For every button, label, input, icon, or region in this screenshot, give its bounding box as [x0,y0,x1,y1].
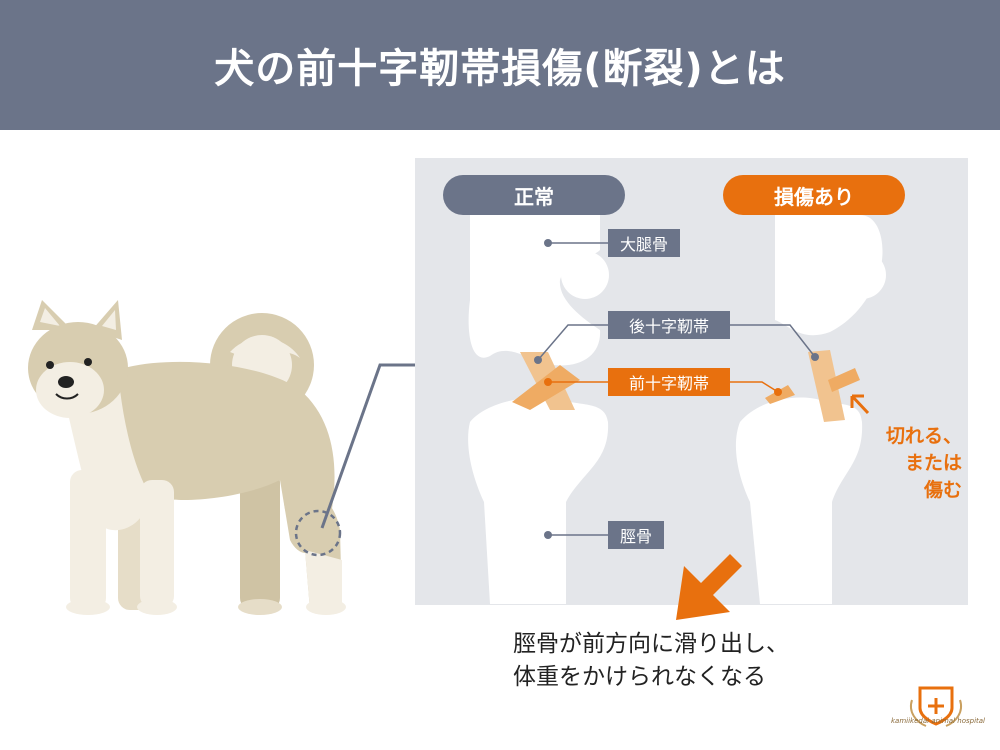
page-title: 犬の前十字靭帯損傷(断裂)とは [214,46,786,92]
knee-highlight-circle [294,509,342,557]
injury-note-line: 傷む [923,479,962,501]
caption-line: 体重をかけられなくなる [513,664,766,690]
injured-knee [735,215,886,604]
injury-note: 切れる、 または 傷む [852,423,962,504]
caption: 脛骨が前方向に滑り出し、 体重をかけられなくなる [513,628,789,694]
hospital-logo-text: kamiikedai animal hospital [891,717,985,725]
knee-pointer-line [320,363,415,529]
injury-arrow-icon [850,394,870,415]
normal-knee [468,215,609,604]
injured-label: 損傷あり [723,175,905,215]
dog-illustration [28,300,346,615]
injured-acl-upper [828,368,860,392]
injury-note-line: 切れる、 [885,425,962,447]
injury-note-line: または [904,452,962,474]
header-bar: 犬の前十字靭帯損傷(断裂)とは [0,0,1000,130]
pcl-label: 後十字靭帯 [608,311,730,339]
normal-label: 正常 [443,175,625,215]
normal-acl [512,365,580,410]
injured-pcl [808,350,845,422]
acl-leader-lines [548,381,779,393]
tibia-label: 脛骨 [608,521,664,549]
femur-label: 大腿骨 [608,229,680,257]
leader-lines [537,242,816,536]
hospital-logo-icon [910,686,962,727]
caption-line: 脛骨が前方向に滑り出し、 [513,631,789,657]
acl-label: 前十字靭帯 [608,368,730,396]
big-down-left-arrow-icon [676,554,742,620]
